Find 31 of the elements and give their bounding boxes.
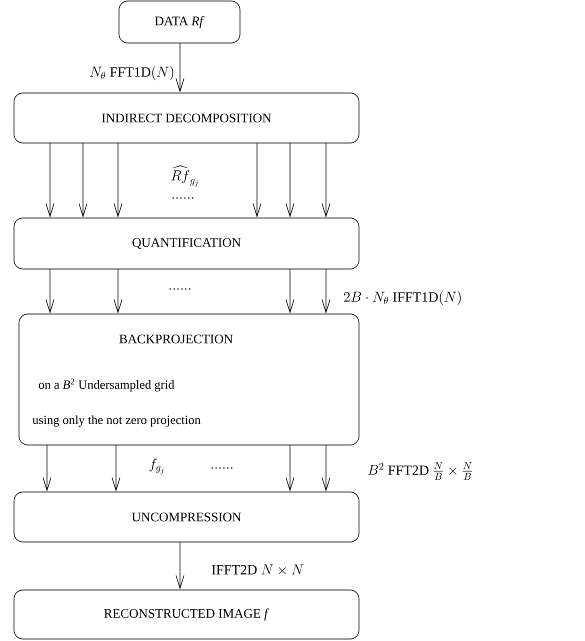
math-label: $2B\cdot N_\theta\ \mathrm{IFFT1D}(N)$ xyxy=(344,290,461,306)
edge-label: $\mathrm{IFFT2D}\ N\times N$ xyxy=(212,564,304,574)
ellipsis-dots: $......$ xyxy=(172,197,194,199)
arrow xyxy=(252,143,262,218)
arrow xyxy=(322,269,330,314)
arrow xyxy=(46,269,54,314)
arrow xyxy=(42,445,52,492)
process-box: BACKPROJECTION on a B$^{2}$ Undersampled grid using only the not zero projection xyxy=(18,314,360,446)
arrow xyxy=(46,143,54,218)
arrow xyxy=(322,445,330,492)
arrow xyxy=(286,445,294,492)
arrow xyxy=(112,445,120,492)
arrow xyxy=(286,269,294,314)
process-box: DATA Rf xyxy=(118,0,240,44)
ellipsis-dots: $......$ xyxy=(170,288,190,290)
process-box: QUANTIFICATION xyxy=(14,218,360,270)
edge-label: $N_\theta\ \mathrm{FFT1D}(N)$ xyxy=(90,66,174,80)
math-label: $f_{g_j}$ xyxy=(150,458,164,474)
arrow xyxy=(114,143,122,218)
arrow xyxy=(286,143,294,218)
arrow xyxy=(176,43,184,93)
process-box: RECONSTRUCTED IMAGE f xyxy=(14,590,360,640)
math-label: $B^2\ \mathrm{FFT2D}\ \frac{N}{B}\times\frac{N}{B}$ xyxy=(368,462,472,480)
arrow xyxy=(322,143,330,218)
process-box: INDIRECT DECOMPOSITION xyxy=(14,92,360,144)
arrow xyxy=(176,542,184,590)
math-label: $\widehat{Rf}_{g_j}$ xyxy=(171,165,198,186)
process-box: UNCOMPRESSION xyxy=(14,492,360,542)
ellipsis-dots: $......$ xyxy=(212,467,232,469)
arrow xyxy=(114,269,122,314)
arrow xyxy=(78,143,88,218)
